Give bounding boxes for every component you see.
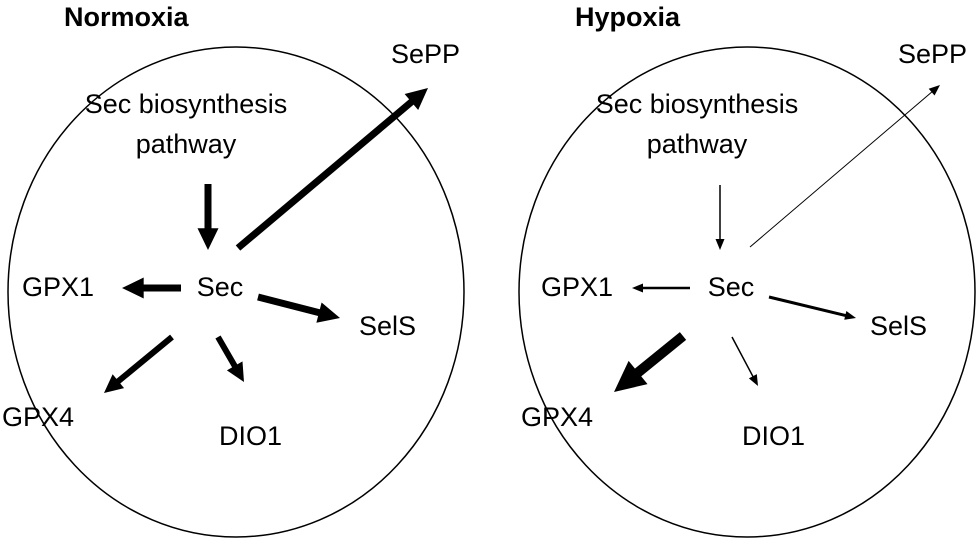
panel-title-normoxia: Normoxia: [64, 2, 190, 32]
arrow-sec-to-gpx1-hypoxia: [632, 283, 690, 293]
arrow-sec-to-sepp-normoxia: [235, 88, 428, 251]
source-label-line2-normoxia: pathway: [136, 129, 237, 159]
arrow-sec-to-sels-hypoxia-head: [844, 311, 856, 320]
arrow-sec-to-sepp-hypoxia: [749, 85, 940, 248]
hub-label-sec-hypoxia: Sec: [708, 272, 755, 302]
arrow-sec-to-gpx4-hypoxia-head: [614, 360, 648, 392]
target-label-sepp-normoxia: SePP: [391, 39, 460, 69]
arrow-sec-to-sepp-hypoxia-head: [928, 85, 940, 96]
arrow-sec-to-dio1-hypoxia-head: [748, 374, 758, 386]
source-label-line1-hypoxia: Sec biosynthesis: [596, 89, 799, 119]
arrow-sec-to-gpx1-hypoxia-head: [632, 283, 643, 293]
target-label-gpx4-normoxia: GPX4: [2, 402, 74, 432]
panel-normoxia: Normoxia Sec biosynthesis pathway Sec Se…: [2, 2, 465, 538]
arrow-sec-to-gpx1-normoxia-head: [122, 277, 144, 299]
target-label-dio1-normoxia: DIO1: [219, 421, 282, 451]
target-label-gpx4-hypoxia: GPX4: [521, 402, 593, 432]
arrow-sec-to-gpx4-normoxia-shaft: [115, 334, 174, 385]
arrow-sec-to-dio1-normoxia-shaft: [215, 335, 238, 369]
cell-boundary-hypoxia: [518, 46, 976, 538]
arrow-sec-to-gpx4-hypoxia-shaft: [634, 332, 687, 377]
arrows-hypoxia: [614, 85, 940, 392]
target-label-sels-normoxia: SelS: [359, 311, 416, 341]
panel-title-hypoxia: Hypoxia: [575, 2, 681, 32]
target-label-dio1-hypoxia: DIO1: [742, 421, 805, 451]
arrow-sec-to-gpx1-normoxia: [122, 277, 181, 299]
arrow-sec-to-sels-hypoxia: [768, 295, 856, 320]
arrow-sec-to-sepp-normoxia-shaft: [235, 98, 415, 251]
arrow-sec-to-sels-normoxia-shaft: [257, 293, 321, 317]
target-label-gpx1-normoxia: GPX1: [22, 272, 94, 302]
arrow-sec-to-gpx4-hypoxia: [614, 332, 687, 392]
arrow-sec-to-dio1-normoxia-head: [226, 361, 244, 382]
target-label-sels-hypoxia: SelS: [870, 311, 927, 341]
arrow-sec-to-gpx4-normoxia: [104, 334, 174, 393]
arrow-sec-to-gpx4-normoxia-head: [104, 374, 125, 393]
arrow-source-to-sec-hypoxia: [715, 185, 725, 250]
arrow-sec-to-sels-normoxia-head: [316, 302, 340, 323]
source-label-line2-hypoxia: pathway: [647, 129, 748, 159]
arrow-source-to-sec-normoxia: [197, 184, 219, 250]
arrow-source-to-sec-normoxia-head: [197, 228, 219, 250]
arrow-sec-to-dio1-hypoxia: [731, 336, 758, 386]
arrow-sec-to-sels-normoxia: [257, 293, 340, 323]
target-label-gpx1-hypoxia: GPX1: [541, 272, 613, 302]
source-label-line1-normoxia: Sec biosynthesis: [85, 89, 288, 119]
arrow-sec-to-dio1-normoxia: [215, 335, 244, 382]
arrow-sec-to-sels-hypoxia-shaft: [768, 295, 847, 318]
arrow-sec-to-sepp-hypoxia-shaft: [749, 91, 933, 248]
arrows-normoxia: [104, 88, 428, 393]
arrow-source-to-sec-hypoxia-head: [715, 239, 725, 250]
panel-hypoxia: Hypoxia Sec biosynthesis pathway Sec SeP…: [518, 2, 976, 538]
target-label-sepp-hypoxia: SePP: [898, 39, 967, 69]
arrow-sec-to-sepp-normoxia-head: [404, 88, 428, 111]
arrow-sec-to-dio1-hypoxia-shaft: [731, 336, 754, 378]
cell-boundary-normoxia: [7, 46, 465, 538]
hub-label-sec-normoxia: Sec: [197, 272, 244, 302]
